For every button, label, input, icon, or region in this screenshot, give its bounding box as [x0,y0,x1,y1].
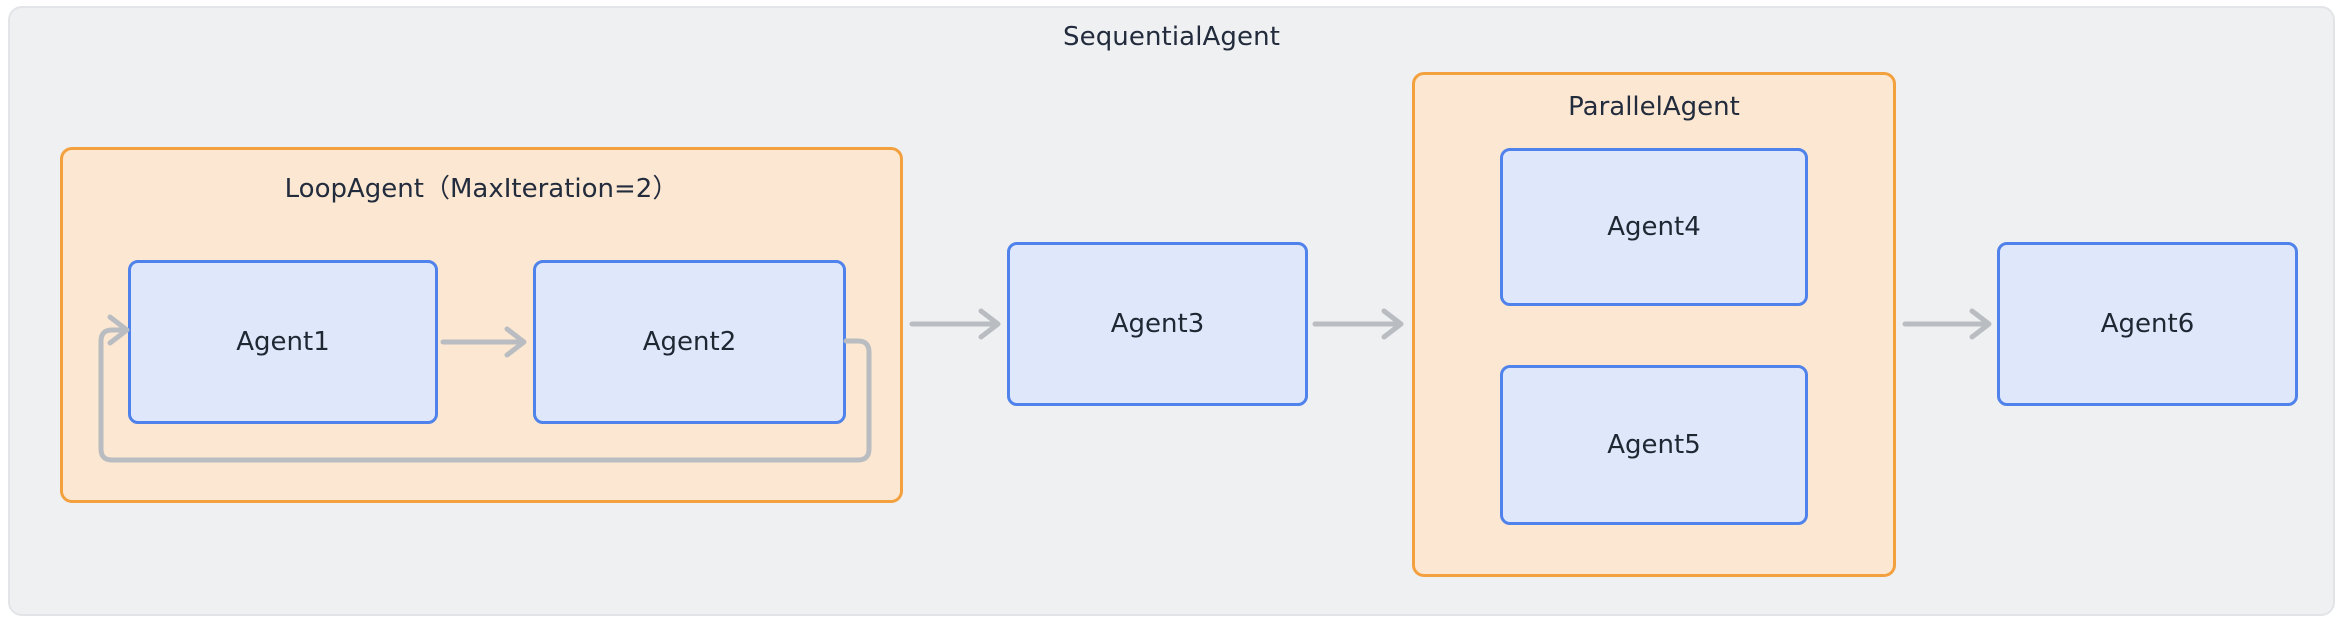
sequential-agent-title: SequentialAgent [1063,22,1280,52]
agent-node-label: Agent2 [642,327,737,357]
agent-node-label: Agent3 [1110,309,1205,339]
agent-node-agent1[interactable]: Agent1 [128,260,438,424]
parallel-agent-title: ParallelAgent [1568,92,1740,122]
agent-node-agent2[interactable]: Agent2 [533,260,846,424]
agent-node-agent6[interactable]: Agent6 [1997,242,2298,406]
agent-node-agent3[interactable]: Agent3 [1007,242,1308,406]
agent-node-label: Agent1 [236,327,330,357]
agent-node-label: Agent5 [1607,430,1701,460]
agent-node-agent4[interactable]: Agent4 [1500,148,1808,306]
agent-node-label: Agent6 [2100,309,2195,339]
agent-node-agent5[interactable]: Agent5 [1500,365,1808,525]
agent-node-label: Agent4 [1607,212,1701,242]
loop-agent-title: LoopAgent（MaxIteration=2） [284,174,679,204]
